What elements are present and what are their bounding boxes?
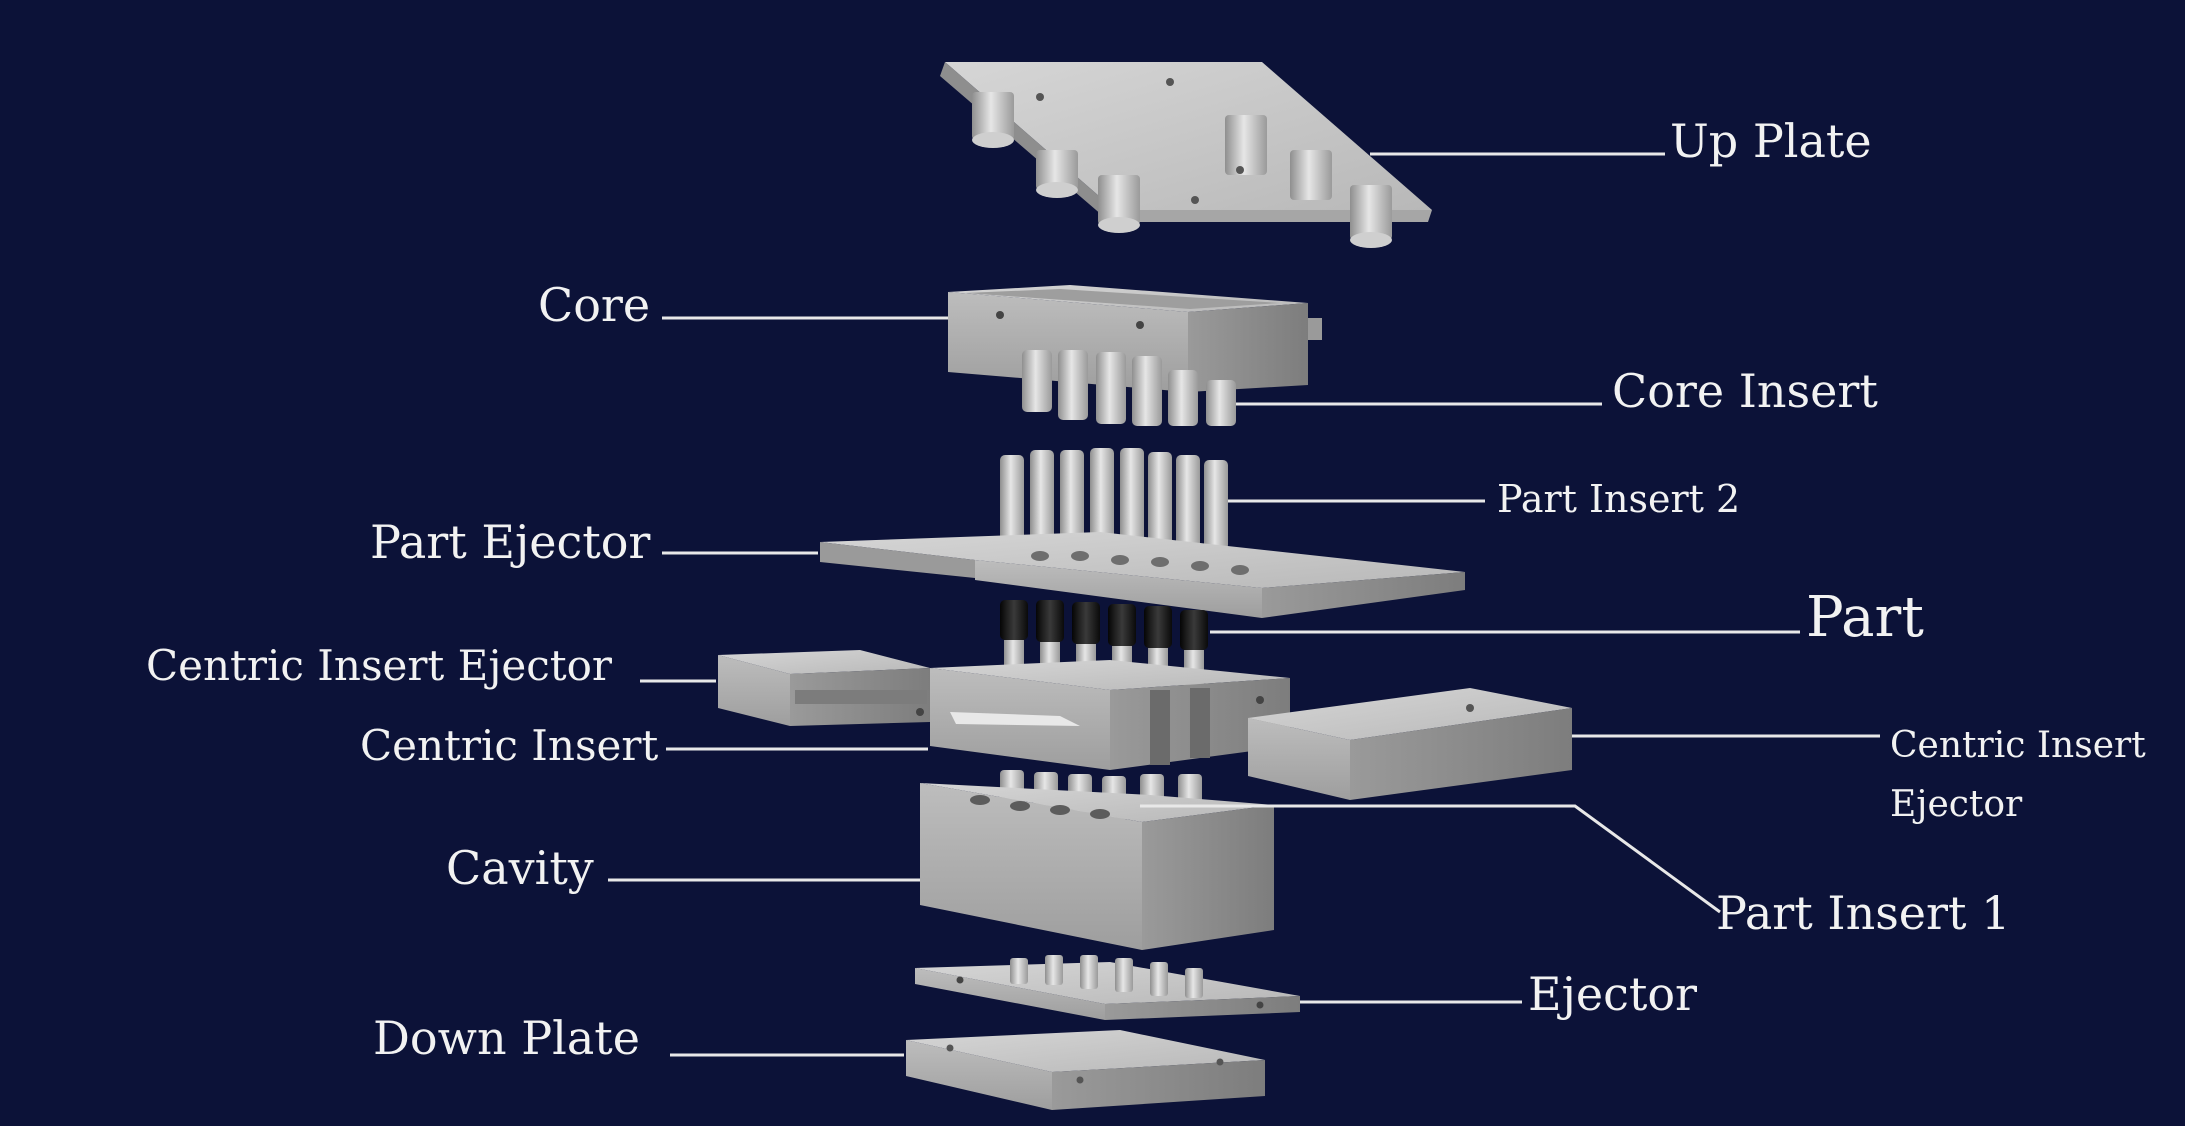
label-part-insert-1: Part Insert 1 — [1716, 886, 2011, 940]
label-ejector: Ejector — [1528, 967, 1697, 1021]
label-centric-insert-ejector-right-2: Ejector — [1890, 784, 2023, 825]
label-core-insert: Core Insert — [1612, 364, 1878, 418]
centric-insert-ejector-left-part — [718, 650, 930, 726]
label-part-insert-2: Part Insert 2 — [1497, 477, 1741, 521]
ejector-part — [915, 955, 1300, 1020]
up-plate-part — [940, 62, 1432, 248]
centric-insert-part — [916, 660, 1290, 770]
cavity-part — [920, 783, 1274, 950]
leader-lines — [608, 152, 1880, 1057]
label-core: Core — [538, 278, 651, 332]
part-ejector-part — [820, 532, 1465, 618]
label-centric-insert-ejector-right-1: Centric Insert — [1890, 725, 2146, 766]
label-down-plate: Down Plate — [373, 1011, 640, 1065]
label-centric-insert-ejector-left: Centric Insert Ejector — [146, 641, 612, 690]
label-up-plate: Up Plate — [1670, 114, 1872, 168]
leader-part-insert-1 — [1140, 804, 1721, 914]
label-cavity: Cavity — [446, 841, 594, 895]
part-insert-2-part — [1000, 448, 1228, 552]
label-part-ejector: Part Ejector — [370, 515, 651, 569]
label-centric-insert: Centric Insert — [360, 721, 659, 770]
label-part: Part — [1806, 585, 1924, 650]
centric-insert-ejector-right-part — [1248, 688, 1572, 800]
core-insert-part — [1022, 350, 1236, 426]
down-plate-part — [906, 1030, 1265, 1110]
core-part — [948, 285, 1322, 392]
